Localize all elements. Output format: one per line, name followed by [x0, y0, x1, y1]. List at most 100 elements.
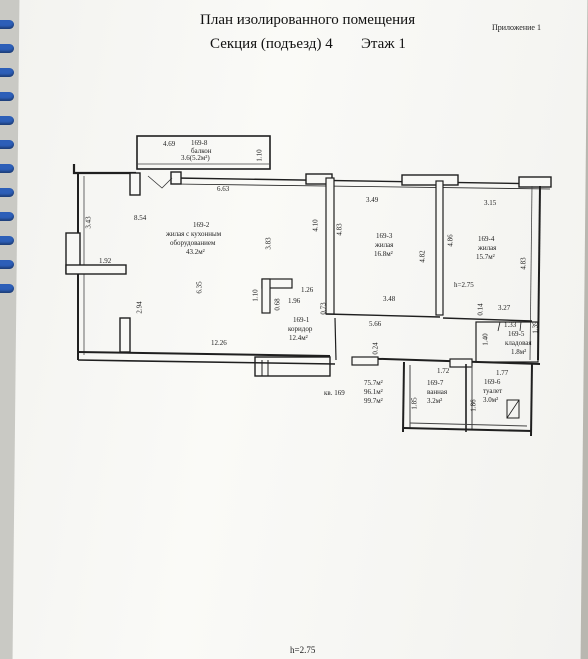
interior-wall-bottom: [77, 351, 331, 357]
door-swing: [147, 175, 173, 189]
toilet-fixture: [506, 399, 520, 419]
dimension-label: 1.10: [255, 149, 264, 162]
room-area: 3.6(5.2м²): [181, 154, 210, 162]
room-id: 169-5: [508, 330, 525, 338]
room-id: 169-2: [193, 221, 210, 229]
room-area: 12.4м²: [289, 334, 308, 342]
exterior-wall-top: [72, 164, 136, 175]
dimension-label: 1.92: [99, 257, 112, 265]
dimension-label: 0.24: [371, 342, 380, 355]
partition-wall: [261, 278, 271, 314]
dimension-label: 2.94: [135, 301, 144, 314]
wc-wall-bottom: [403, 427, 533, 432]
dimension-label: 1.85: [410, 397, 419, 410]
appendix-label: Приложение 1: [492, 23, 541, 32]
room-name: оборудованием: [170, 239, 216, 247]
dimension-label: 1.86: [469, 399, 478, 412]
room-id: 169-3: [376, 232, 393, 240]
partition-wall: [435, 180, 444, 316]
binder-ring: [0, 44, 14, 53]
dimension-label: 6.35: [195, 281, 204, 294]
section-label: Секция (подъезд) 4: [210, 36, 333, 52]
room-name: жилая: [478, 244, 497, 252]
binder-ring: [0, 212, 14, 221]
dimension-label: 3.27: [498, 304, 511, 312]
dimension-label: 4.83: [519, 257, 528, 270]
exterior-wall-right-inner: [529, 185, 533, 361]
dimension-label: 12.26: [211, 339, 227, 347]
wc-wall-right: [530, 363, 533, 437]
room-name: туалет: [483, 387, 503, 395]
dimension-label: 3.83: [264, 237, 273, 250]
interior-wall: [334, 317, 337, 361]
dimension-label: 1.77: [496, 369, 509, 377]
binder-ring: [0, 236, 14, 245]
dimension-label: 3.15: [484, 199, 497, 207]
room-name: жилая: [375, 241, 394, 249]
room-id: 169-1: [293, 316, 310, 324]
dimension-label: 4.86: [446, 234, 455, 247]
wall-column: [170, 171, 182, 185]
partition-wall-bottom: [325, 313, 441, 318]
room-name: кладовая: [505, 339, 532, 347]
room-area: 3.0м²: [483, 396, 499, 404]
apartment-area: 96.1м²: [364, 388, 383, 396]
ceiling-height: h=2.75: [454, 281, 474, 289]
dimension-label: 4.69: [163, 140, 176, 148]
floor-label: Этаж 1: [361, 36, 406, 52]
room-area: 15.7м²: [476, 253, 495, 261]
room-name: коридор: [288, 325, 313, 333]
wall-segment: [351, 356, 379, 366]
room-id: 169-8: [191, 139, 208, 147]
dimension-label: 1.33: [504, 321, 517, 329]
room-name: балкон: [191, 147, 212, 155]
wc-wall-left: [402, 361, 405, 433]
storage-hatch: [497, 321, 501, 332]
dimension-label: 0.73: [319, 302, 328, 315]
room-area: 1.8м²: [511, 348, 527, 356]
binder-ring: [0, 140, 14, 149]
room-name: ванная: [427, 388, 448, 396]
dimension-label: 3.43: [84, 216, 93, 229]
room-id: 169-6: [484, 378, 501, 386]
room-name: жилая с кухонным: [166, 230, 222, 238]
dimension-label: 1.72: [437, 367, 450, 375]
wall-column: [129, 172, 141, 196]
interior-wall-bottom-2: [77, 359, 336, 365]
dimension-label: 4.82: [418, 250, 427, 263]
binder-ring: [0, 20, 14, 29]
wall-column: [65, 264, 127, 275]
dimension-label: 8.54: [134, 214, 147, 222]
page-title: План изолированного помещения: [200, 12, 416, 28]
wall-segment: [254, 356, 331, 377]
dimension-label: 1.10: [251, 289, 260, 302]
room-id: 169-4: [478, 235, 495, 243]
apartment-area: 75.7м²: [364, 379, 383, 387]
room-id: 169-7: [427, 379, 444, 387]
wall-column: [518, 176, 552, 188]
interior-wall: [442, 317, 533, 322]
wall-column: [401, 174, 459, 186]
dimension-label: 1.96: [288, 297, 301, 305]
wc-wall-bottom-2: [409, 422, 528, 427]
wall-segment: [449, 358, 473, 368]
binder-ring: [0, 92, 14, 101]
wall-column: [119, 317, 131, 353]
dimension-label: 0.68: [273, 298, 282, 311]
partition-wall: [325, 177, 335, 315]
balcony-outline: [136, 135, 271, 170]
room-area: 16.8м²: [374, 250, 393, 258]
toilet-fixture-line: [506, 399, 520, 419]
exterior-wall-top-mid: [175, 177, 551, 185]
binder-ring: [0, 188, 14, 197]
dimension-label: 3.48: [383, 295, 396, 303]
dimension-label: 6.63: [217, 185, 230, 193]
dimension-label: 1.40: [481, 333, 490, 346]
apartment-area: 99.7м²: [364, 397, 383, 405]
dimension-label: 4.10: [311, 219, 320, 232]
storage-hatch: [519, 321, 522, 332]
dimension-label: 5.66: [369, 320, 382, 328]
room-area: 43.2м²: [186, 248, 205, 256]
